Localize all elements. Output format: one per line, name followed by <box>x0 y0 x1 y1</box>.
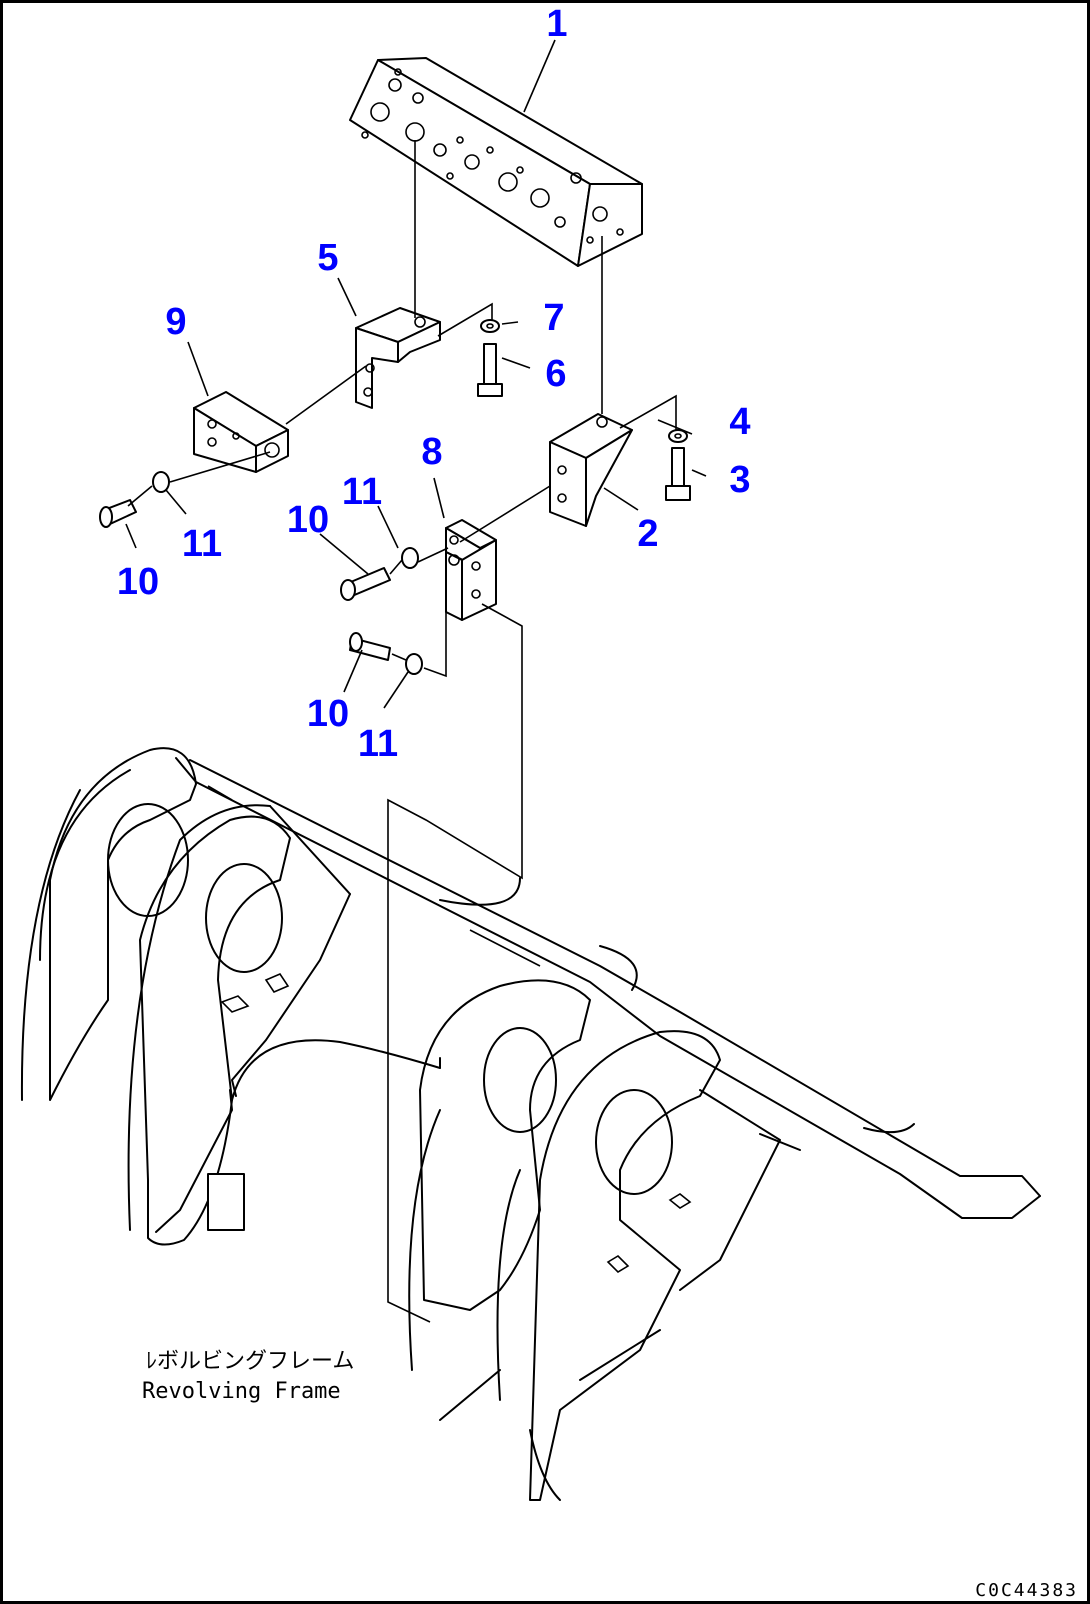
bolt-part-6 <box>477 343 503 397</box>
bracket-part-9 <box>193 391 289 473</box>
label-part-11-left: 11 <box>182 523 222 565</box>
bolt-part-3 <box>665 447 691 501</box>
washer-part-11-left <box>152 471 170 493</box>
bracket-part-8 <box>445 519 497 621</box>
part-labels: 1 5 9 7 6 4 3 2 8 11 10 11 10 10 11 <box>117 3 751 765</box>
label-part-6: 6 <box>545 353 566 395</box>
label-part-7: 7 <box>543 297 564 339</box>
figure-code: C0C44383 <box>975 1580 1078 1601</box>
assembly-lines <box>127 140 677 1323</box>
label-part-8: 8 <box>421 431 442 473</box>
label-part-9: 9 <box>165 301 186 343</box>
bolt-part-10-lower <box>349 632 391 661</box>
label-part-11-lower: 11 <box>358 723 398 765</box>
leader-lines <box>125 39 707 709</box>
washer-part-4 <box>668 429 688 443</box>
frame-label-english: Revolving Frame <box>142 1379 341 1404</box>
label-part-1: 1 <box>546 3 567 45</box>
label-part-2: 2 <box>637 513 658 555</box>
valve-block-part-1 <box>349 57 643 267</box>
washer-part-11-mid <box>401 547 419 569</box>
washer-part-7 <box>480 319 500 333</box>
label-part-10-lower: 10 <box>307 693 349 735</box>
label-part-5: 5 <box>317 237 338 279</box>
bracket-part-5 <box>355 307 441 409</box>
bracket-part-2 <box>549 413 633 527</box>
label-part-3: 3 <box>729 459 750 501</box>
frame-label-japanese: ﾚボルビングフレーム <box>146 1349 354 1374</box>
washer-part-11-lower <box>405 653 423 675</box>
label-part-11-mid: 11 <box>342 471 382 513</box>
label-part-10-mid: 10 <box>287 499 329 541</box>
revolving-frame <box>20 747 1041 1501</box>
label-part-4: 4 <box>729 401 750 443</box>
bolt-part-10-mid <box>340 567 391 601</box>
label-part-10-left: 10 <box>117 561 159 603</box>
